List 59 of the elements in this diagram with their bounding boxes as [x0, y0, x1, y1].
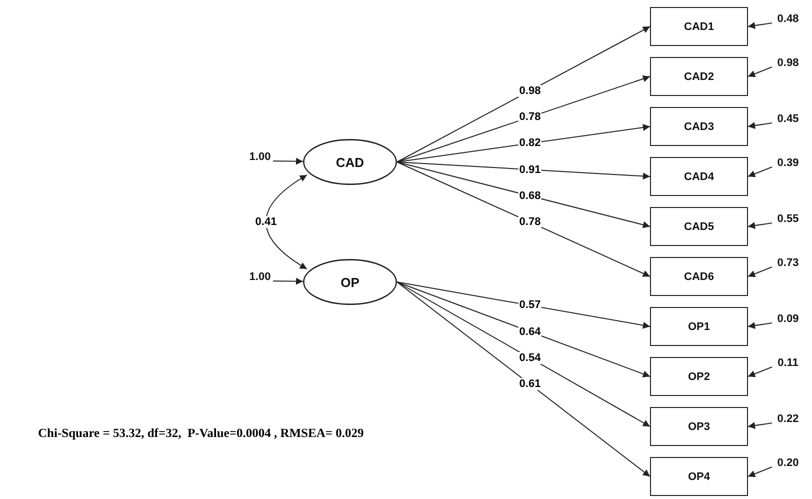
edge-label: 0.78: [518, 111, 542, 124]
indicator-box: CAD3: [650, 107, 748, 146]
edge-label: 0.91: [518, 164, 542, 176]
edge-label: 0.64: [518, 326, 542, 338]
edge-label: 0.57: [518, 299, 542, 312]
arrow: [396, 162, 650, 277]
arrow: [396, 282, 650, 477]
edge-label: 0.61: [518, 378, 542, 390]
arrow: [748, 422, 772, 429]
arrow: [748, 366, 772, 378]
arrow: [396, 282, 650, 329]
variance-label: 1.00: [247, 150, 273, 164]
arrow: [272, 158, 304, 165]
indicator-box: CAD5: [650, 207, 748, 246]
arrow: [396, 282, 650, 378]
arrow: [396, 282, 650, 427]
indicator-box: OP4: [650, 457, 748, 496]
error-variance-label: 0.73: [772, 256, 804, 270]
edge-label: 0.41: [254, 216, 278, 228]
indicator-box: CAD6: [650, 257, 748, 296]
arrow: [396, 124, 650, 162]
arrow: [748, 222, 772, 229]
arrow: [396, 26, 650, 162]
arrow: [396, 75, 650, 162]
indicator-box: CAD4: [650, 157, 748, 196]
arrow: [748, 266, 772, 278]
arrow: [748, 66, 772, 78]
error-variance-label: 0.39: [772, 156, 804, 170]
error-variance-label: 0.09: [772, 312, 804, 326]
edge-label: 0.78: [518, 216, 542, 228]
arrow: [748, 166, 772, 178]
edge-label: 0.54: [518, 352, 542, 364]
error-variance-label: 0.22: [772, 412, 804, 426]
error-variance-label: 0.55: [772, 212, 804, 226]
arrow: [266, 174, 308, 270]
error-variance-label: 0.48: [772, 12, 804, 26]
arrow: [748, 122, 772, 129]
indicator-box: OP2: [650, 357, 748, 396]
arrow: [748, 322, 772, 329]
latent-variable-ellipse: OP: [303, 259, 397, 305]
error-variance-label: 0.45: [772, 112, 804, 126]
edge-label: 0.82: [518, 137, 542, 150]
error-variance-label: 0.98: [772, 56, 804, 70]
indicator-box: OP1: [650, 307, 748, 346]
indicator-box: CAD2: [650, 57, 748, 96]
latent-variable-ellipse: CAD: [303, 139, 397, 185]
caption: Chi-Square = 53.32, df=32, P-Value=0.0004 , RMSEA= 0.029: [38, 426, 364, 441]
arrow: [748, 466, 772, 478]
edge-label: 0.68: [518, 190, 542, 202]
edge-label: 0.98: [518, 84, 542, 97]
error-variance-label: 0.20: [772, 456, 804, 470]
arrow: [272, 278, 304, 285]
error-variance-label: 0.11: [772, 356, 804, 370]
indicator-box: OP3: [650, 407, 748, 446]
variance-label: 1.00: [247, 270, 273, 284]
indicator-box: CAD1: [650, 7, 748, 46]
arrow: [396, 162, 650, 228]
arrow: [748, 22, 772, 29]
arrow: [396, 162, 650, 180]
